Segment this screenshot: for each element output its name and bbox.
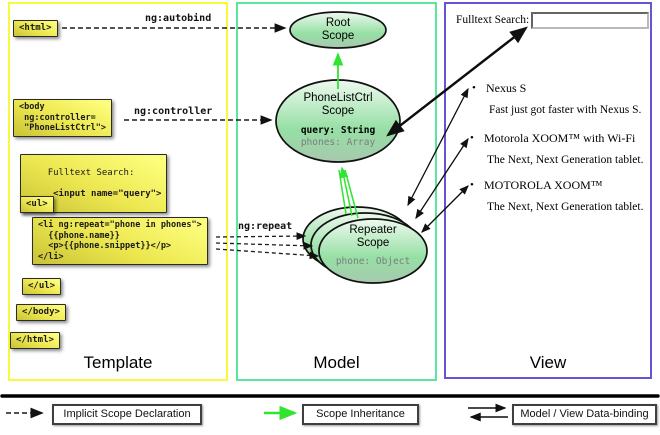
model-column-frame xyxy=(236,2,437,381)
legend-double-arrow xyxy=(468,403,508,422)
legend-model-view-databinding: Model / View Data-binding xyxy=(512,404,657,425)
view-item-desc: The Next, Next Generation tablet. xyxy=(487,154,644,166)
view-item-desc: Fast just got faster with Nexus S. xyxy=(489,104,642,116)
view-search-label: Fulltext Search: xyxy=(456,14,530,26)
query-property: query: String xyxy=(300,125,376,136)
template-column-frame xyxy=(8,2,228,381)
bullet-icon: • xyxy=(470,179,474,191)
search-input[interactable] xyxy=(531,12,649,29)
html-open-tag-box: <html> xyxy=(13,20,58,37)
input-tag-code: <input name="query"> xyxy=(47,188,162,199)
view-item-title: • MOTOROLA XOOM™ xyxy=(470,178,603,193)
phone-property: phone: Object xyxy=(335,256,411,267)
ng-repeat-label: ng:repeat xyxy=(238,221,293,232)
li-repeat-code-box: <li ng:repeat="phone in phones"> {{phone… xyxy=(32,217,208,265)
item-title-text: Nexus S xyxy=(486,81,527,95)
phones-property: phones: Array xyxy=(300,137,376,148)
view-item-title: • Motorola XOOM™ with Wi-Fi xyxy=(470,131,635,146)
view-item-desc: The Next, Next Generation tablet. xyxy=(487,201,644,213)
bullet-icon: • xyxy=(472,82,476,94)
fulltext-label-code: Fulltext Search: xyxy=(47,167,135,178)
view-column-title: View xyxy=(529,353,567,372)
template-column-title: Template xyxy=(83,353,153,372)
ng-controller-label: ng:controller xyxy=(134,106,213,117)
bullet-icon: • xyxy=(470,132,474,144)
root-scope-label: Root Scope xyxy=(321,17,355,42)
ul-open-tag-box: <ul> xyxy=(20,196,54,213)
legend-scope-inheritance: Scope Inheritance xyxy=(302,404,419,425)
repeater-scope-label: Repeater Scope xyxy=(349,224,397,249)
body-open-tag-box: <body ng:controller= "PhoneListCtrl"> xyxy=(13,99,112,137)
ng-autobind-label: ng:autobind xyxy=(145,13,212,24)
html-close-tag-box: </html> xyxy=(10,332,60,349)
body-close-tag-box: </body> xyxy=(16,304,66,321)
phonelistctrl-scope-label: PhoneListCtrl Scope xyxy=(303,92,373,117)
model-column-title: Model xyxy=(313,353,360,372)
item-title-text: Motorola XOOM™ with Wi-Fi xyxy=(484,131,636,145)
item-title-text: MOTOROLA XOOM™ xyxy=(484,178,603,192)
legend-implicit-scope-declaration: Implicit Scope Declaration xyxy=(52,404,202,425)
ul-close-tag-box: </ul> xyxy=(22,278,62,295)
view-item-title: • Nexus S xyxy=(472,81,526,96)
